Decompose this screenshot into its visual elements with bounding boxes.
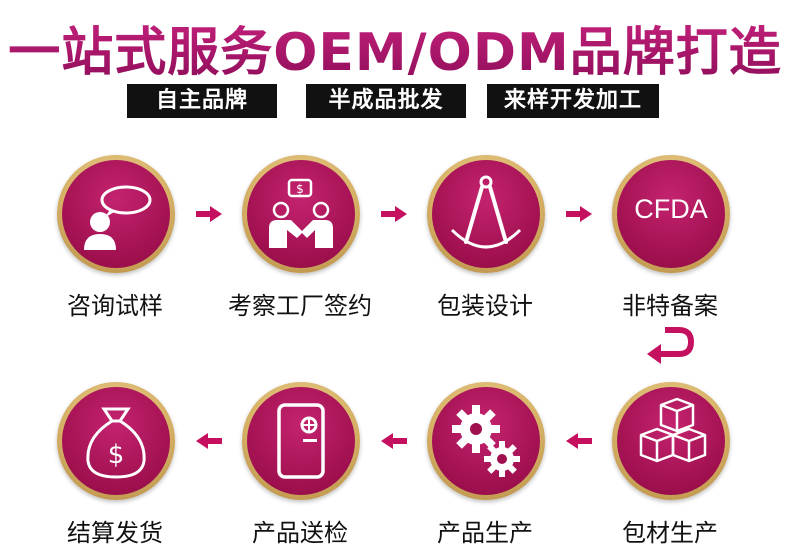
step-ring: $ xyxy=(242,155,360,273)
step-label: 非特备案 xyxy=(622,292,718,320)
handshake-icon: $ xyxy=(269,178,333,248)
step-label: 产品送检 xyxy=(252,519,348,547)
step-disc: $ xyxy=(247,160,355,268)
step-ring xyxy=(427,155,545,273)
tag-sample-development: 来样开发加工 xyxy=(487,84,659,118)
chat-person-icon xyxy=(84,185,152,250)
money-bag-icon: $ xyxy=(86,407,146,479)
step-ring: $ xyxy=(57,382,175,500)
step-label: 咨询试样 xyxy=(67,292,163,320)
boxes-icon xyxy=(639,397,707,463)
step-disc xyxy=(247,387,355,495)
step-ring xyxy=(57,155,175,273)
step-disc xyxy=(432,160,540,268)
arrow-right-icon xyxy=(381,206,407,222)
tag-bar: 自主品牌 半成品批发 来样开发加工 xyxy=(0,84,790,120)
gears-icon xyxy=(452,405,520,477)
u-turn-arrow-icon xyxy=(647,327,695,364)
svg-text:$: $ xyxy=(296,182,304,196)
page-title: 一站式服务OEM/ODM品牌打造 xyxy=(0,10,790,85)
step-label: 包材生产 xyxy=(622,519,718,547)
compass-icon xyxy=(450,175,522,249)
step-ring xyxy=(612,382,730,500)
tag-own-brand: 自主品牌 xyxy=(127,84,277,118)
step-label: 包装设计 xyxy=(437,292,533,320)
arrow-left-icon xyxy=(196,433,222,449)
step-ring xyxy=(242,382,360,500)
step-label: 结算发货 xyxy=(67,519,163,547)
arrow-right-icon xyxy=(196,206,222,222)
step-ring: CFDA xyxy=(612,155,730,273)
step-label: 考察工厂签约 xyxy=(228,292,372,320)
cfda-icon: CFDA xyxy=(634,194,708,224)
step-disc: CFDA xyxy=(617,160,725,268)
step-disc: $ xyxy=(62,387,170,495)
tag-semi-finished: 半成品批发 xyxy=(306,84,466,118)
door-panel-icon xyxy=(277,403,325,479)
svg-text:$: $ xyxy=(108,440,125,470)
step-disc xyxy=(62,160,170,268)
arrow-left-icon xyxy=(566,433,592,449)
step-disc xyxy=(432,387,540,495)
arrow-right-icon xyxy=(566,206,592,222)
step-ring xyxy=(427,382,545,500)
arrow-left-icon xyxy=(381,433,407,449)
step-disc xyxy=(617,387,725,495)
step-label: 产品生产 xyxy=(437,519,533,547)
